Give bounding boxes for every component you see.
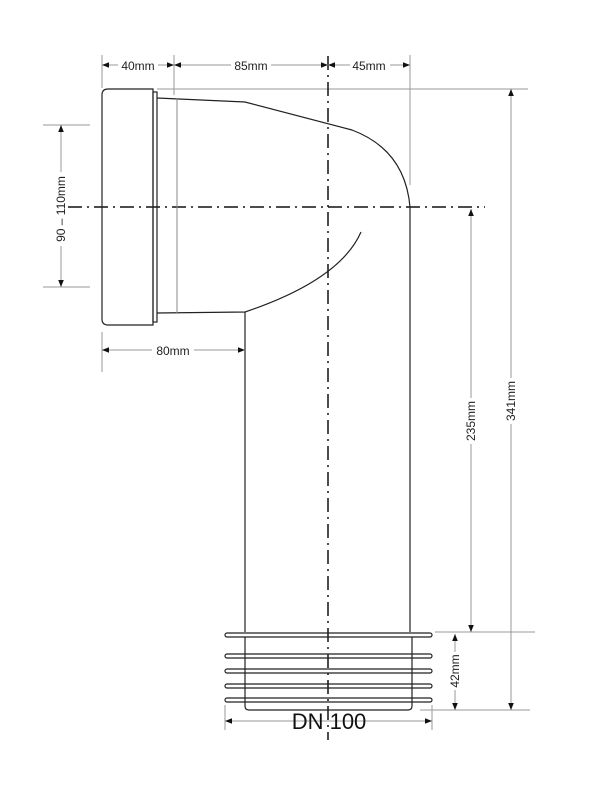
dim-label-341mm: 341mm xyxy=(504,381,518,421)
dim-label-45mm: 45mm xyxy=(352,59,385,73)
spigot-seal xyxy=(224,632,433,711)
seal-ring xyxy=(224,668,433,674)
dim-label-42mm: 42mm xyxy=(448,654,462,687)
socket xyxy=(101,88,158,326)
dim-label-235mm: 235mm xyxy=(464,401,478,441)
seal-ring xyxy=(224,653,433,659)
seal-ring xyxy=(224,697,433,703)
dim-label-socket-diameter: 90 – 110mm xyxy=(54,176,68,242)
nominal-diameter-label: DN 100 xyxy=(292,709,367,734)
extension-lines xyxy=(43,55,535,730)
seal-ring xyxy=(224,632,433,638)
dimension-lines xyxy=(58,62,514,724)
seal-ring xyxy=(224,683,433,689)
bend-body xyxy=(156,97,411,632)
dim-label-40mm: 40mm xyxy=(121,59,154,73)
dim-label-85mm: 85mm xyxy=(234,59,267,73)
dim-label-80mm: 80mm xyxy=(156,344,189,358)
